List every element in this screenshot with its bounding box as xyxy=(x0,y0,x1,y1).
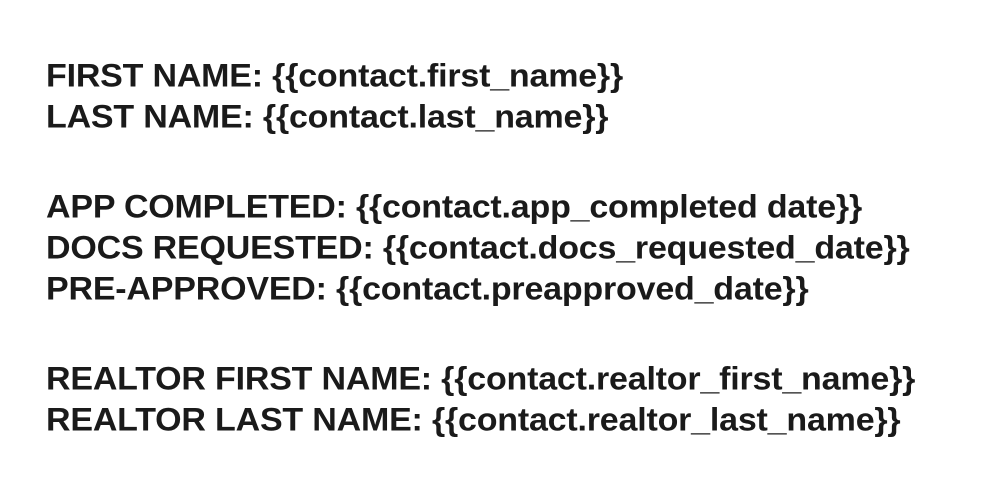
merge-token: {{contact.first_name}} xyxy=(272,58,623,94)
milestone-dates-group: APP COMPLETED: {{contact.app_completed d… xyxy=(46,187,990,310)
merge-token: {{contact.last_name}} xyxy=(262,99,609,135)
template-line-realtor-first-name: REALTOR FIRST NAME: {{contact.realtor_fi… xyxy=(46,360,990,399)
field-label: REALTOR FIRST NAME: xyxy=(46,361,432,397)
merge-token: {{contact.realtor_last_name}} xyxy=(431,402,901,438)
field-label: REALTOR LAST NAME: xyxy=(46,402,423,438)
field-label: DOCS REQUESTED: xyxy=(46,230,374,266)
contact-name-group: FIRST NAME: {{contact.first_name}} LAST … xyxy=(46,56,990,138)
field-label: LAST NAME: xyxy=(46,99,254,135)
merge-token: {{contact.app_completed date}} xyxy=(355,189,862,225)
field-label: PRE-APPROVED: xyxy=(46,271,327,307)
template-line-docs-requested: DOCS REQUESTED: {{contact.docs_requested… xyxy=(46,229,990,268)
template-line-last-name: LAST NAME: {{contact.last_name}} xyxy=(46,98,990,137)
merge-token: {{contact.docs_requested_date}} xyxy=(382,230,910,266)
template-line-first-name: FIRST NAME: {{contact.first_name}} xyxy=(46,57,990,96)
template-line-realtor-last-name: REALTOR LAST NAME: {{contact.realtor_las… xyxy=(46,401,990,440)
field-label: FIRST NAME: xyxy=(46,58,263,94)
template-line-app-completed: APP COMPLETED: {{contact.app_completed d… xyxy=(46,188,990,227)
template-line-pre-approved: PRE-APPROVED: {{contact.preapproved_date… xyxy=(46,270,990,309)
merge-token: {{contact.realtor_first_name}} xyxy=(441,361,916,397)
field-label: APP COMPLETED: xyxy=(46,189,347,225)
merge-token: {{contact.preapproved_date}} xyxy=(336,271,809,307)
realtor-name-group: REALTOR FIRST NAME: {{contact.realtor_fi… xyxy=(46,359,990,441)
